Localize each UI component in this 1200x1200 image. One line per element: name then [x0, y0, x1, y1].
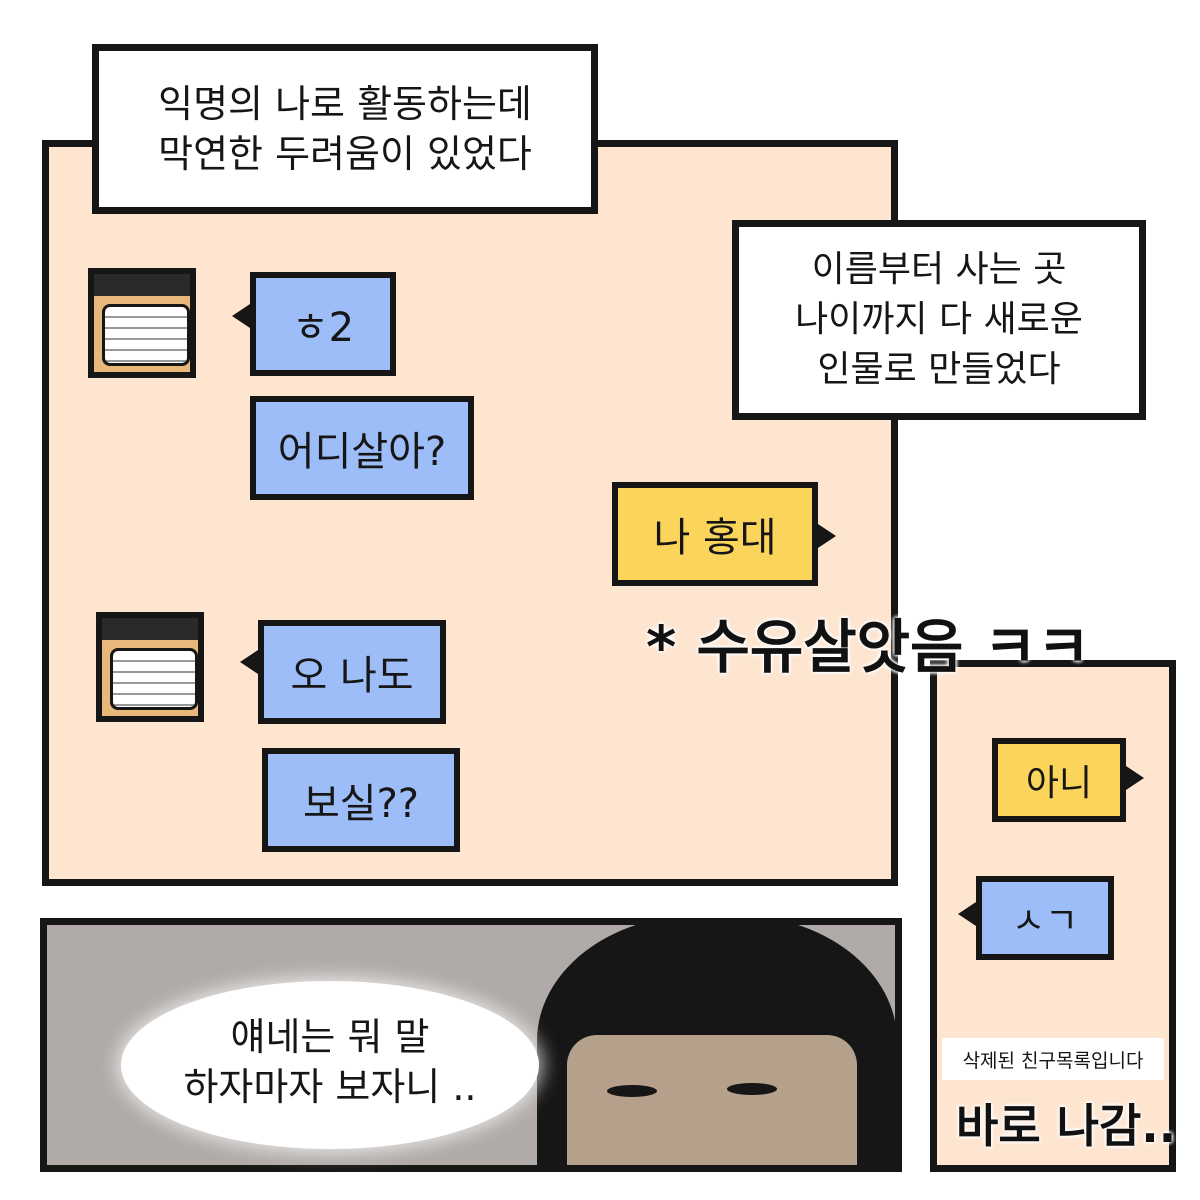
avatar-stranger: [96, 612, 204, 722]
bubble-tail: [818, 524, 836, 548]
note-real-location: * 수유살앗음 ㅋㅋ: [646, 613, 1091, 681]
system-message: 삭제된 친구목록입니다: [942, 1038, 1164, 1080]
caption-anxiety: 익명의 나로 활동하는데 막연한 두려움이 있었다: [92, 44, 598, 214]
avatar-stranger: [88, 268, 196, 378]
thought-burst: [125, 985, 535, 1145]
bubble-tail: [958, 902, 976, 926]
chat-bubble-stranger: 보실??: [262, 748, 460, 852]
bubble-tail: [240, 650, 258, 674]
thought-text: 얘네는 뭐 말 하자마자 보자니 ..: [183, 1015, 477, 1109]
character-skin: [567, 1035, 857, 1165]
bubble-tail: [1126, 766, 1144, 790]
eye: [727, 1083, 777, 1095]
chat-bubble-stranger: 오 나도: [258, 620, 446, 724]
note-left-chat: 바로 나감..: [956, 1099, 1177, 1153]
eye: [607, 1085, 657, 1097]
chat-bubble-stranger: 어디살아?: [250, 396, 474, 500]
caption-new-identity: 이름부터 사는 곳 나이까지 다 새로운 인물로 만들었다: [732, 220, 1146, 420]
chat-bubble-me: 나 홍대: [612, 482, 818, 586]
chat-bubble-stranger: ㅅㄱ: [976, 876, 1114, 960]
bubble-tail: [232, 304, 250, 328]
chat-bubble-stranger: ㅎ2: [250, 272, 396, 376]
chat-bubble-me: 아니: [992, 738, 1126, 822]
